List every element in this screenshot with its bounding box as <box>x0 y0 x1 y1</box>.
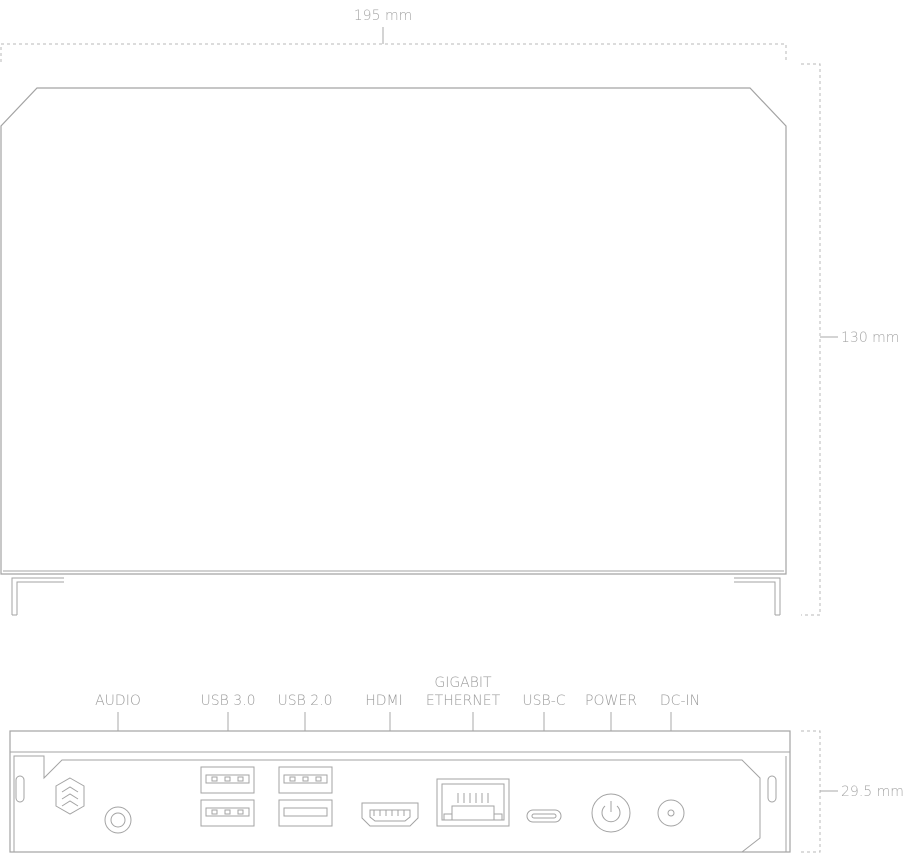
left-latch <box>15 775 25 803</box>
brand-logo-icon <box>55 777 85 815</box>
usb3-port-upper-icon <box>200 766 255 794</box>
hdmi-port-icon <box>361 802 419 827</box>
rear-panel-bezel <box>13 755 761 853</box>
left-foot <box>11 577 64 616</box>
power-button-icon <box>591 793 631 833</box>
hdmi-label: HDMI <box>365 693 403 709</box>
width-label: 195 mm <box>354 8 412 24</box>
rear-view: 29.5 mm AUDIO USB 3.0 USB 2.0 HDMI GIGAB… <box>9 675 904 853</box>
audio-jack-icon <box>104 806 132 834</box>
usb3-port-lower-icon <box>200 799 255 827</box>
top-case-outline <box>0 87 787 575</box>
depth-dimension-line <box>801 63 821 616</box>
depth-label: 130 mm <box>841 330 899 346</box>
right-foot <box>734 577 781 616</box>
dc-in-port-icon <box>657 799 685 827</box>
usbc-label: USB-C <box>522 693 565 709</box>
power-label: POWER <box>585 693 637 709</box>
usb2-label: USB 2.0 <box>277 693 332 709</box>
width-dimension: 195 mm <box>0 8 787 62</box>
usb2-port-upper-icon <box>278 766 333 794</box>
ethernet-label-line2: ETHERNET <box>426 693 501 709</box>
rear-case-outline <box>9 730 791 853</box>
ethernet-port-icon <box>436 778 510 827</box>
height-dimension: 29.5 mm <box>801 730 904 853</box>
width-dimension-line <box>0 43 787 62</box>
right-latch <box>767 775 777 803</box>
usb3-label: USB 3.0 <box>200 693 255 709</box>
height-dimension-line <box>801 730 821 853</box>
audio-label: AUDIO <box>95 693 141 709</box>
dcin-label: DC-IN <box>660 693 700 709</box>
usbc-port-icon <box>526 809 562 823</box>
usb2-port-lower-icon <box>278 799 333 827</box>
depth-dimension: 130 mm <box>801 63 899 616</box>
ethernet-label-line1: GIGABIT <box>434 675 492 691</box>
top-view: 195 mm 130 mm <box>0 8 899 616</box>
height-label: 29.5 mm <box>841 784 904 800</box>
